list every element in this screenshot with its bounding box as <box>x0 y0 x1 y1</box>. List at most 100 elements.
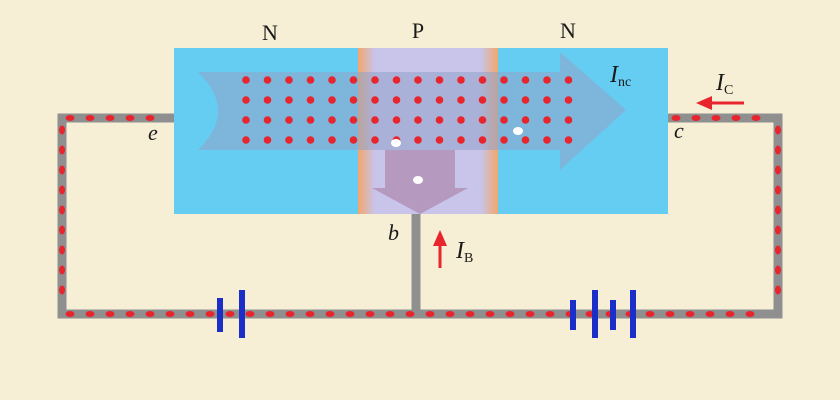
electron-dot <box>564 76 573 84</box>
electron-dot <box>349 76 358 84</box>
electron-dot <box>478 96 487 104</box>
electron-dot <box>328 76 336 84</box>
electron-dot <box>245 311 255 317</box>
electron-dot <box>751 115 761 121</box>
electron-dot <box>414 116 422 124</box>
electron-dot <box>775 185 781 195</box>
electron-dot <box>242 76 250 84</box>
hole-dot <box>413 176 423 184</box>
electron-dot <box>185 311 195 317</box>
electron-dot <box>59 265 65 275</box>
electron-dot <box>285 96 293 104</box>
electron-dot <box>671 115 681 121</box>
emitter-label: e <box>148 120 158 145</box>
electron-dot <box>711 115 721 121</box>
battery-icon <box>570 290 636 338</box>
electron-dot <box>564 116 573 124</box>
electron-dot <box>775 165 781 175</box>
electron-dot <box>435 136 444 144</box>
ib-arrow-icon <box>433 230 447 268</box>
electron-dot <box>265 311 275 317</box>
electron-dot <box>328 116 336 124</box>
electron-dot <box>457 96 465 104</box>
current-ib-label: IB <box>455 238 473 266</box>
electron-dot <box>543 76 551 84</box>
electron-dot <box>225 311 235 317</box>
electron-dot <box>545 311 555 317</box>
electron-dot <box>165 311 175 317</box>
electron-dot <box>385 311 395 317</box>
electron-dot <box>775 245 781 255</box>
electron-dot <box>705 311 715 317</box>
electron-dot <box>775 265 781 275</box>
electron-dot <box>725 311 735 317</box>
electron-dot <box>365 311 375 317</box>
electron-dot <box>345 311 355 317</box>
electron-dot <box>731 115 741 121</box>
electron-dot <box>305 311 315 317</box>
electron-dot <box>564 136 573 144</box>
electron-dot <box>457 76 465 84</box>
electron-dot <box>59 245 65 255</box>
electron-dot <box>521 96 530 104</box>
electron-dot <box>371 116 379 124</box>
electron-dot <box>306 136 315 144</box>
electron-dot <box>59 185 65 195</box>
electron-dot <box>85 115 95 121</box>
electron-dot <box>775 205 781 215</box>
electron-dot <box>521 136 530 144</box>
electron-dot <box>59 125 65 135</box>
electron-dot <box>349 136 358 144</box>
electron-dot <box>685 311 695 317</box>
electron-dot <box>65 115 75 121</box>
hole-dot <box>391 139 401 147</box>
electron-dot <box>328 96 336 104</box>
big-arrow-icon <box>198 52 626 170</box>
electron-dot <box>105 311 115 317</box>
current-inc-label: Inc <box>609 62 631 90</box>
electron-dot <box>500 76 508 84</box>
electron-dot <box>435 96 444 104</box>
electron-dot <box>285 311 295 317</box>
electron-dot <box>285 76 293 84</box>
electron-dot <box>325 311 335 317</box>
emitter-wire <box>57 113 412 319</box>
electron-dot <box>392 76 401 84</box>
electron-dot <box>414 96 422 104</box>
hole-dot <box>513 127 523 135</box>
electron-dot <box>125 115 135 121</box>
electron-dot <box>392 96 401 104</box>
region-label-n-left: N <box>262 20 278 45</box>
electron-dot <box>500 96 508 104</box>
electron-dot <box>349 96 358 104</box>
electron-dot <box>691 115 701 121</box>
electron-dot <box>485 311 495 317</box>
electron-dot <box>478 76 487 84</box>
electron-dot <box>59 145 65 155</box>
electron-dot <box>505 311 515 317</box>
electron-dot <box>500 136 508 144</box>
electron-dot <box>521 76 530 84</box>
electron-dot <box>65 311 75 317</box>
electron-dot <box>457 116 465 124</box>
electron-dot <box>263 136 272 144</box>
electron-dot <box>349 116 358 124</box>
electron-dot <box>145 115 155 121</box>
region-label-n-right: N <box>560 18 576 43</box>
electron-dot <box>478 116 487 124</box>
electron-dot <box>263 76 272 84</box>
electron-dot <box>543 116 551 124</box>
electron-dot <box>414 76 422 84</box>
electron-dot <box>371 96 379 104</box>
electron-dot <box>775 145 781 155</box>
hole-dots <box>391 127 523 184</box>
electron-dot <box>306 116 315 124</box>
region-label-p: P <box>412 18 424 43</box>
electron-dot <box>521 116 530 124</box>
electron-dot <box>745 311 755 317</box>
electron-dot <box>59 205 65 215</box>
electron-dot <box>306 96 315 104</box>
electron-dot <box>564 96 573 104</box>
electron-dot <box>435 116 444 124</box>
electron-dot <box>500 116 508 124</box>
